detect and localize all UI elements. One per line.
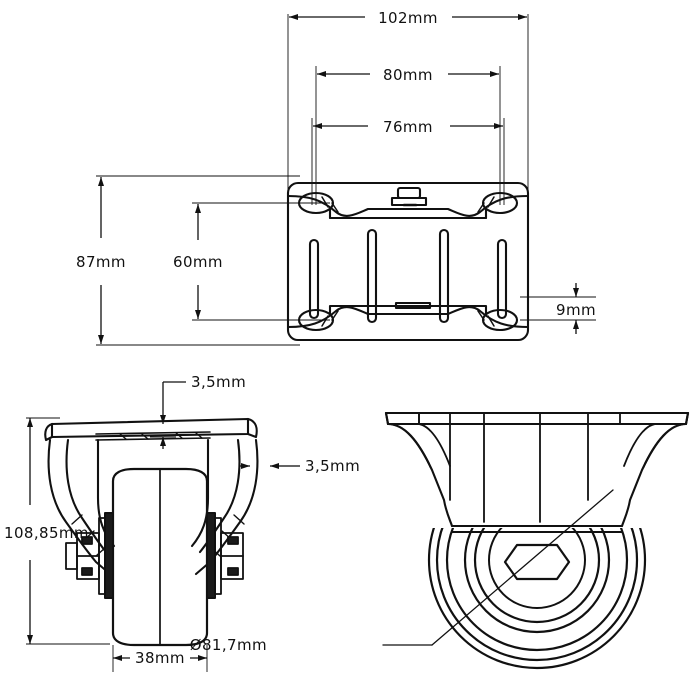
- dim-label-plate-thickness-top: 3,5mm: [191, 373, 246, 391]
- hex-nut: [503, 543, 571, 581]
- side-plate-left-flare-2: [386, 422, 454, 528]
- plate-top-rib: [286, 194, 530, 217]
- wheel-hub-left: [104, 512, 114, 599]
- front-plate-slab-lip-r: [246, 417, 258, 439]
- side-view: [382, 411, 690, 670]
- plate-fillet-ticks: [321, 196, 495, 327]
- front-view-dimensions: [26, 381, 300, 672]
- dimension-lines: [98, 14, 579, 344]
- dim-label-bolt-spacing-vertical: 60mm: [173, 253, 223, 271]
- slot-4: [496, 238, 508, 320]
- side-plate-top-redraw: [384, 411, 690, 426]
- bolt-hole-bottom-right: [481, 308, 519, 332]
- extension-lines: [96, 14, 596, 346]
- slot-1: [308, 238, 320, 320]
- plate-bottom-rib-inner: [328, 304, 488, 316]
- dim-label-bolt-spacing-inner: 76mm: [383, 118, 433, 136]
- front-plate-recess-ticks: [119, 432, 203, 440]
- bolt-hole-bottom-left: [297, 308, 335, 332]
- diameter-leader-diagonal: [431, 489, 614, 646]
- wheel-body: [111, 467, 209, 647]
- plate-bottom-rib: [286, 306, 530, 329]
- dim-label-overall-height: 108,85mm: [4, 524, 89, 542]
- fork-leg-left-inner: [65, 438, 108, 554]
- front-plate-slab-lip: [44, 422, 54, 442]
- fork-leg-left-outer: [47, 438, 112, 576]
- dim-label-bolt-spacing-outer: 80mm: [383, 66, 433, 84]
- slot-3: [438, 228, 450, 324]
- dim-label-plate-height-overall: 87mm: [76, 253, 126, 271]
- plate-center-boss-bottom: [394, 301, 432, 310]
- axle-nut-right: [220, 532, 244, 580]
- axle-nut-left: [65, 532, 100, 580]
- front-plate-recess: [95, 431, 211, 435]
- side-view-mask: [430, 413, 644, 528]
- bolt-hole-top-left: [297, 191, 335, 215]
- dim-label-plate-thickness-side: 3,5mm: [305, 457, 360, 475]
- dim-label-wheel-width: 38mm: [135, 649, 185, 667]
- front-plate-recess-2: [95, 437, 211, 441]
- side-bracket-bar-redraw: [450, 524, 624, 534]
- slot-2: [366, 228, 378, 324]
- bolt-hole-top-right: [481, 191, 519, 215]
- top-view: [286, 181, 530, 342]
- dim-label-plate-width-overall: 102mm: [378, 9, 438, 27]
- front-view: [44, 417, 259, 647]
- dim-label-plate-edge-offset: 9mm: [556, 301, 596, 319]
- side-plate-ribs-2: [418, 412, 621, 523]
- plate-center-boss: [390, 186, 428, 207]
- side-plate-right-flare-2: [620, 422, 688, 528]
- wheel-hub-right: [206, 512, 216, 599]
- wheel-hub-right-outer: [214, 517, 222, 595]
- plate-outline: [286, 181, 530, 342]
- dim-label-wheel-diameter: Ø81,7mm: [190, 636, 267, 654]
